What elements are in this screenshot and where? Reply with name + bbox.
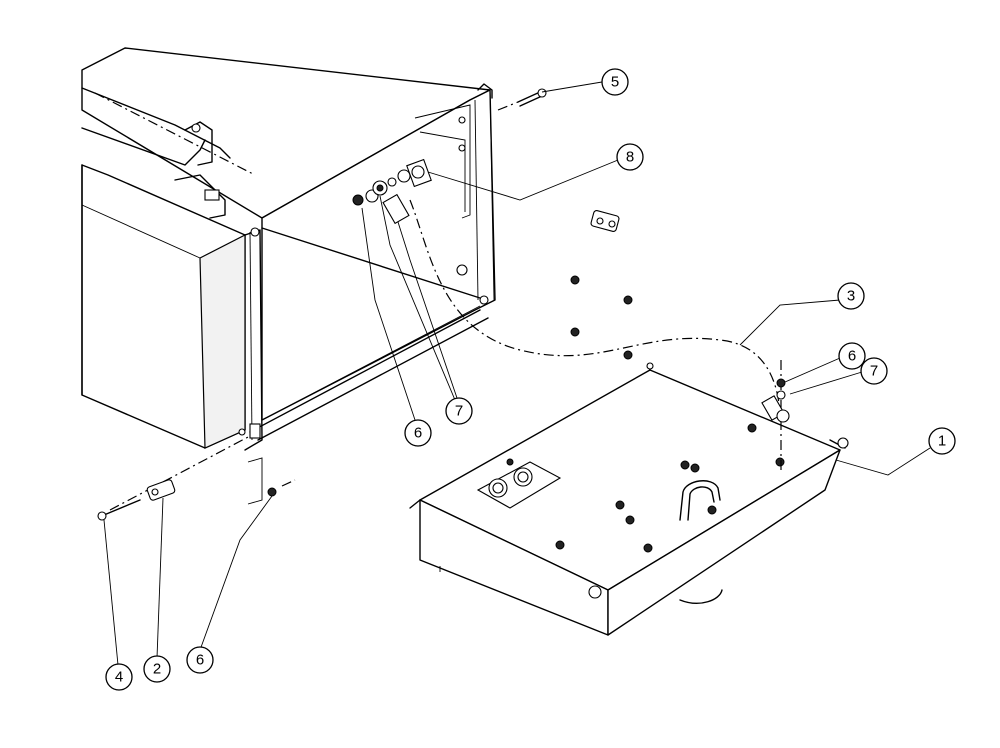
callout-3: 3 [837, 282, 865, 310]
callout-6-center: 6 [404, 419, 432, 447]
callout-2: 2 [143, 655, 171, 683]
svg-text:7: 7 [455, 403, 463, 420]
callout-6-right: 6 [838, 342, 866, 370]
callout-7-center: 7 [445, 397, 473, 425]
svg-text:1: 1 [938, 433, 946, 450]
svg-text:6: 6 [848, 348, 856, 365]
panel-hardware [352, 158, 432, 225]
left-hardware [97, 435, 296, 521]
svg-text:3: 3 [847, 288, 855, 305]
right-hardware [761, 360, 790, 470]
base-tray [409, 362, 849, 636]
cabinet-housing [81, 47, 496, 451]
svg-text:6: 6 [414, 425, 422, 442]
loose-hardware [497, 88, 633, 360]
callout-5: 5 [601, 68, 629, 96]
callout-8: 8 [616, 143, 644, 171]
svg-text:8: 8 [626, 149, 634, 166]
callout-4: 4 [105, 663, 133, 691]
leader-lines [103, 81, 931, 666]
callout-1: 1 [928, 427, 956, 455]
svg-text:2: 2 [153, 661, 161, 678]
callout-6-left: 6 [186, 646, 214, 674]
svg-text:6: 6 [196, 652, 204, 669]
cable-path [409, 199, 781, 421]
svg-text:7: 7 [870, 363, 878, 380]
callout-7-right: 7 [860, 357, 888, 385]
svg-text:5: 5 [611, 74, 619, 91]
svg-text:4: 4 [115, 669, 123, 686]
